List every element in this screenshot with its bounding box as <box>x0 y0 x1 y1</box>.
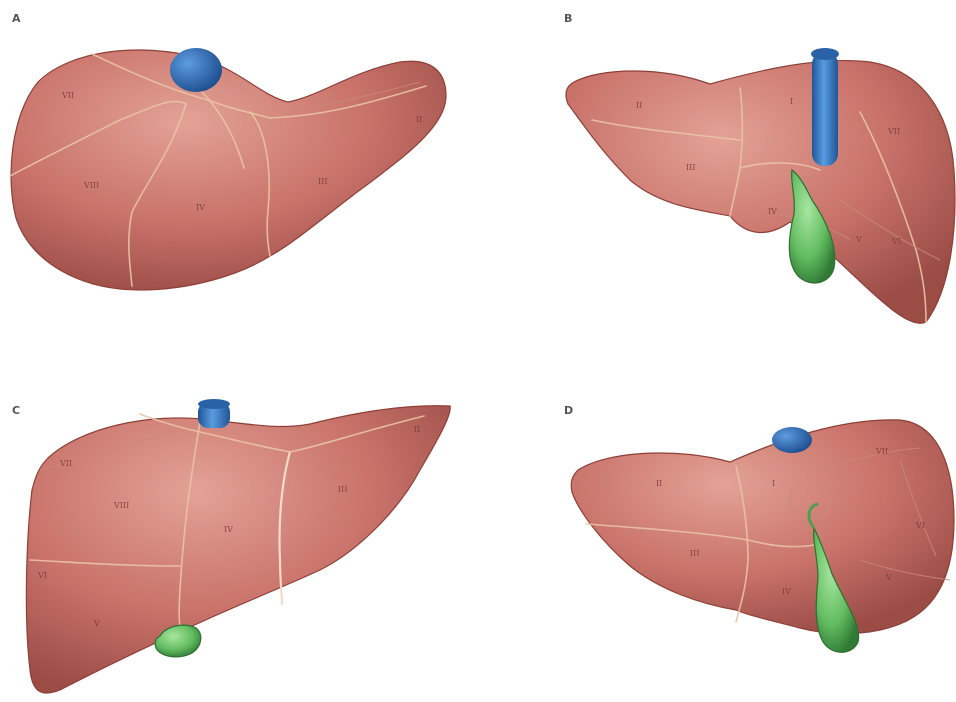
panel-d-segment-label: VII <box>875 447 888 456</box>
panel-a-segment-label: III <box>318 177 327 186</box>
panel-c-segment-label: VII <box>59 459 72 468</box>
panel-d-segment-label: VI <box>915 521 925 530</box>
panel-b-segment-label: III <box>686 163 695 172</box>
panel-c-segment-label: III <box>338 485 347 494</box>
panel-a-letter: A <box>12 12 21 25</box>
panel-a-vena-cava <box>170 48 222 92</box>
panel-c-liver <box>26 406 450 693</box>
panel-c: C VII VIII IV III II VI V <box>12 399 450 693</box>
panel-c-segment-label: V <box>93 619 100 628</box>
panel-b: B II I VII III IV V VI <box>564 12 955 323</box>
panel-b-segment-label: V <box>855 235 862 244</box>
panel-c-segment-label: VIII <box>113 501 129 510</box>
panel-d-letter: D <box>564 404 573 417</box>
panel-c-vena-cava-top <box>198 399 230 409</box>
panel-d-segment-label: IV <box>782 587 791 596</box>
panel-c-segment-label: VI <box>37 571 47 580</box>
panel-d-segment-label: III <box>690 549 699 558</box>
panel-b-segment-label: VI <box>891 237 901 246</box>
panel-b-segment-label: I <box>790 97 793 106</box>
panel-a: A VII VIII IV III II <box>10 12 446 290</box>
panel-b-segment-label: IV <box>768 207 777 216</box>
panel-a-segment-label: II <box>416 115 422 124</box>
panel-a-segment-label: VIII <box>83 181 99 190</box>
panel-b-segment-label: VII <box>887 127 900 136</box>
panel-d-segment-label: V <box>885 573 892 582</box>
panel-c-segment-label: II <box>414 425 420 434</box>
panel-a-segment-label: VII <box>61 91 74 100</box>
panel-d-segment-label: I <box>772 479 775 488</box>
panel-b-vena-cava <box>812 52 838 166</box>
panel-d: D II I VII III IV V VI <box>564 404 954 652</box>
panel-d-vena-cava <box>772 427 812 453</box>
panel-b-segment-label: II <box>636 101 642 110</box>
panel-b-vena-cava-top <box>811 48 839 60</box>
panel-c-letter: C <box>12 404 20 417</box>
panel-c-segment-label: IV <box>224 525 233 534</box>
panel-a-liver <box>11 50 446 290</box>
panel-b-letter: B <box>564 12 572 25</box>
panel-a-segment-label: IV <box>196 203 205 212</box>
panel-b-liver <box>566 61 955 324</box>
panel-d-segment-label: II <box>656 479 662 488</box>
